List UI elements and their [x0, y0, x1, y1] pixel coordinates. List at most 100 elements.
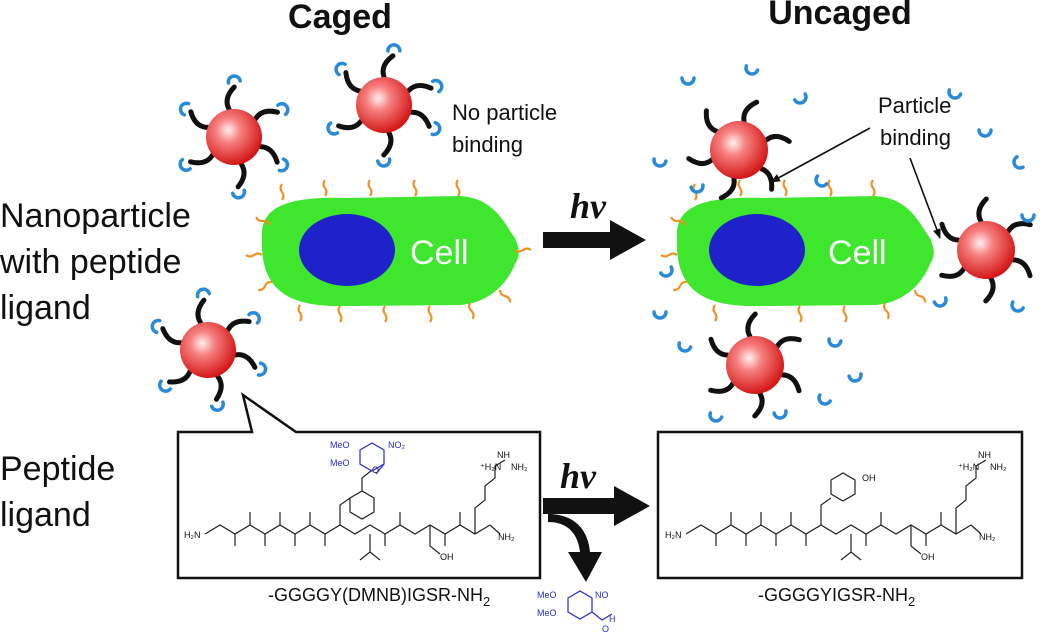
arrow-top: [543, 220, 646, 260]
chem-nh2-guan: NH₂: [990, 462, 1007, 472]
receptor: [382, 305, 388, 323]
peptide-ligand: [686, 156, 715, 167]
cage-icon: [772, 409, 788, 420]
chem-no: NO: [595, 590, 609, 600]
peptide-ligand: [774, 336, 802, 349]
caged-particle-1: [178, 74, 290, 200]
chem-oh: OH: [921, 552, 935, 562]
chem-meo-2: MeO: [537, 608, 557, 618]
label-peptide-line2: ligand: [0, 496, 91, 534]
peptide-ligand: [408, 109, 432, 129]
cage-icon: [1010, 300, 1025, 313]
caged-particle-2: [326, 43, 444, 168]
chem-meo-1: MeO: [537, 590, 557, 600]
peptide-ligand: [939, 221, 962, 243]
hv-label-top: hv: [570, 186, 607, 226]
chem-oh: OH: [440, 552, 454, 562]
peptide-ligand: [381, 130, 394, 158]
cage-icon: [178, 101, 191, 117]
peptide-ligand: [160, 326, 184, 346]
peptide-ligand: [188, 109, 211, 130]
peptide-ligand: [235, 161, 247, 190]
chem-nh2: NH₂: [979, 532, 996, 542]
caged-peptide-panel: [176, 392, 542, 580]
nanoparticle: [957, 221, 1015, 279]
box-uncaged: [656, 430, 1024, 580]
cage-icon: [150, 318, 162, 335]
peptide-ligand: [225, 318, 252, 333]
nanoparticle: [710, 121, 768, 179]
peptide-ligand: [976, 196, 989, 224]
cage-icon: [226, 74, 242, 85]
chem-oh-phenol: OH: [862, 473, 876, 483]
cage-icon: [932, 296, 948, 308]
nanoparticle: [726, 336, 784, 394]
note-binding-line2: binding: [880, 125, 951, 150]
chem-h2n-plus: ⁺H₂N: [958, 462, 979, 472]
chem-h2n-plus: ⁺H₂N: [480, 462, 501, 472]
callout-box-caged: [176, 392, 542, 580]
cage-icon: [247, 311, 261, 325]
receptor: [842, 305, 848, 323]
cage-icon: [947, 88, 963, 100]
peptide-ligand: [741, 99, 760, 124]
uncaged-peptide-structure: H₂N NH₂ OH OH NH ⁺H₂N NH₂: [665, 450, 1007, 562]
cage-icon: [827, 337, 843, 348]
free-caging-groups: [652, 64, 1036, 423]
cage-icon: [793, 92, 808, 105]
bound-particle-top: [686, 99, 792, 201]
particles: [150, 43, 1033, 419]
receptor: [279, 183, 285, 201]
peptide-ligand: [779, 372, 802, 394]
cage-icon: [1020, 213, 1036, 223]
cage-icon: [326, 121, 340, 136]
released-caging-group: MeO MeO NO H O: [537, 590, 616, 634]
header-uncaged: Uncaged: [768, 0, 912, 32]
chem-o: O: [602, 624, 609, 634]
peptide-ligand: [380, 53, 396, 80]
bound-particle-right: [939, 196, 1033, 304]
cage-icon: [431, 78, 444, 94]
peptide-ligand: [213, 373, 224, 402]
cage-icon: [652, 310, 668, 320]
chem-o-ether: O: [372, 465, 379, 475]
label-nanoparticle-line3: ligand: [0, 289, 91, 327]
peptide-ligand: [188, 152, 216, 166]
chem-meo-1: MeO: [330, 440, 350, 450]
nanoparticle: [356, 77, 412, 133]
receptor: [670, 216, 687, 226]
cage-icon: [230, 188, 247, 200]
cell-label: Cell: [828, 234, 887, 272]
peptide-ligand: [343, 70, 363, 94]
arrow-branch-down: [548, 514, 602, 582]
receptor: [455, 179, 461, 197]
cage-icon: [1012, 155, 1025, 170]
receptors: [245, 179, 927, 323]
receptor: [412, 179, 418, 197]
receptor: [297, 304, 303, 322]
nanoparticle: [180, 322, 236, 378]
receptor: [258, 280, 273, 292]
receptor: [883, 302, 890, 320]
cage-icon: [276, 102, 290, 117]
cage-icon: [376, 157, 392, 168]
cage-icon: [652, 157, 668, 168]
caged-peptide-structure: H₂N NH₂ OH NH ⁺H₂N NH₂ O MeO MeO NO₂: [184, 440, 528, 562]
header-caged: Caged: [288, 0, 392, 36]
chem-nh2: NH₂: [498, 532, 515, 542]
peptide-ligand: [224, 84, 237, 112]
arrow-bottom: [543, 486, 650, 526]
receptor: [827, 179, 833, 197]
chem-nh: NH: [497, 450, 510, 460]
peptide-ligand: [708, 381, 736, 394]
peptide-ligand: [1005, 221, 1033, 234]
cage-icon: [708, 411, 724, 423]
peptide-ligand: [257, 144, 280, 165]
note-no-binding-line1: No particle: [452, 100, 557, 125]
bound-particle-bottom: [708, 311, 802, 419]
nucleus: [299, 214, 395, 286]
cage-icon: [689, 183, 705, 194]
cell-label: Cell: [410, 234, 469, 272]
peptide-ligand: [252, 108, 280, 122]
peptide-ligand: [703, 108, 720, 134]
